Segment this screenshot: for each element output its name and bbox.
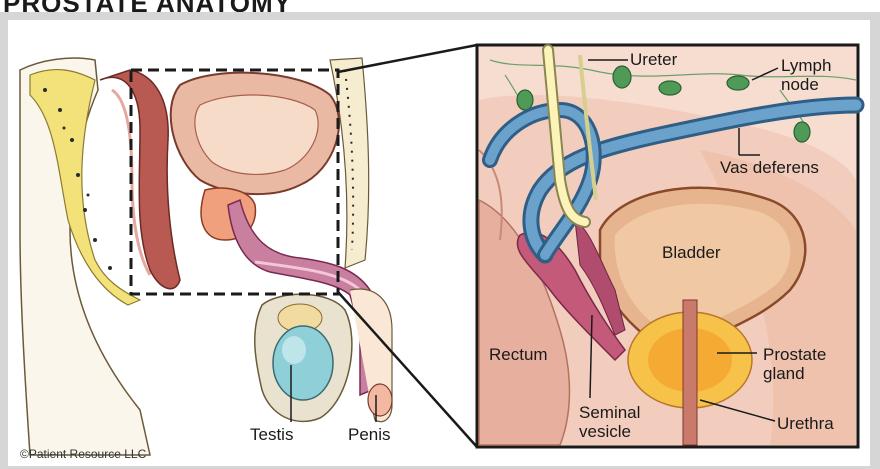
glans [368,384,392,416]
urethra-zoom [683,300,697,445]
label-prostate-gland: Prostate gland [763,345,826,383]
label-bladder: Bladder [662,243,721,262]
label-ureter: Ureter [630,50,677,69]
testis-shape [273,326,333,400]
copyright-notice: ©Patient Resource LLC [20,447,146,461]
label-urethra: Urethra [777,414,834,433]
label-rectum: Rectum [489,345,548,364]
label-lymph-node: Lymph node [781,56,831,94]
label-seminal-vesicle: Seminal vesicle [579,403,640,441]
label-testis: Testis [250,425,293,444]
label-penis: Penis [348,425,391,444]
label-vas-deferens: Vas deferens [720,158,819,177]
